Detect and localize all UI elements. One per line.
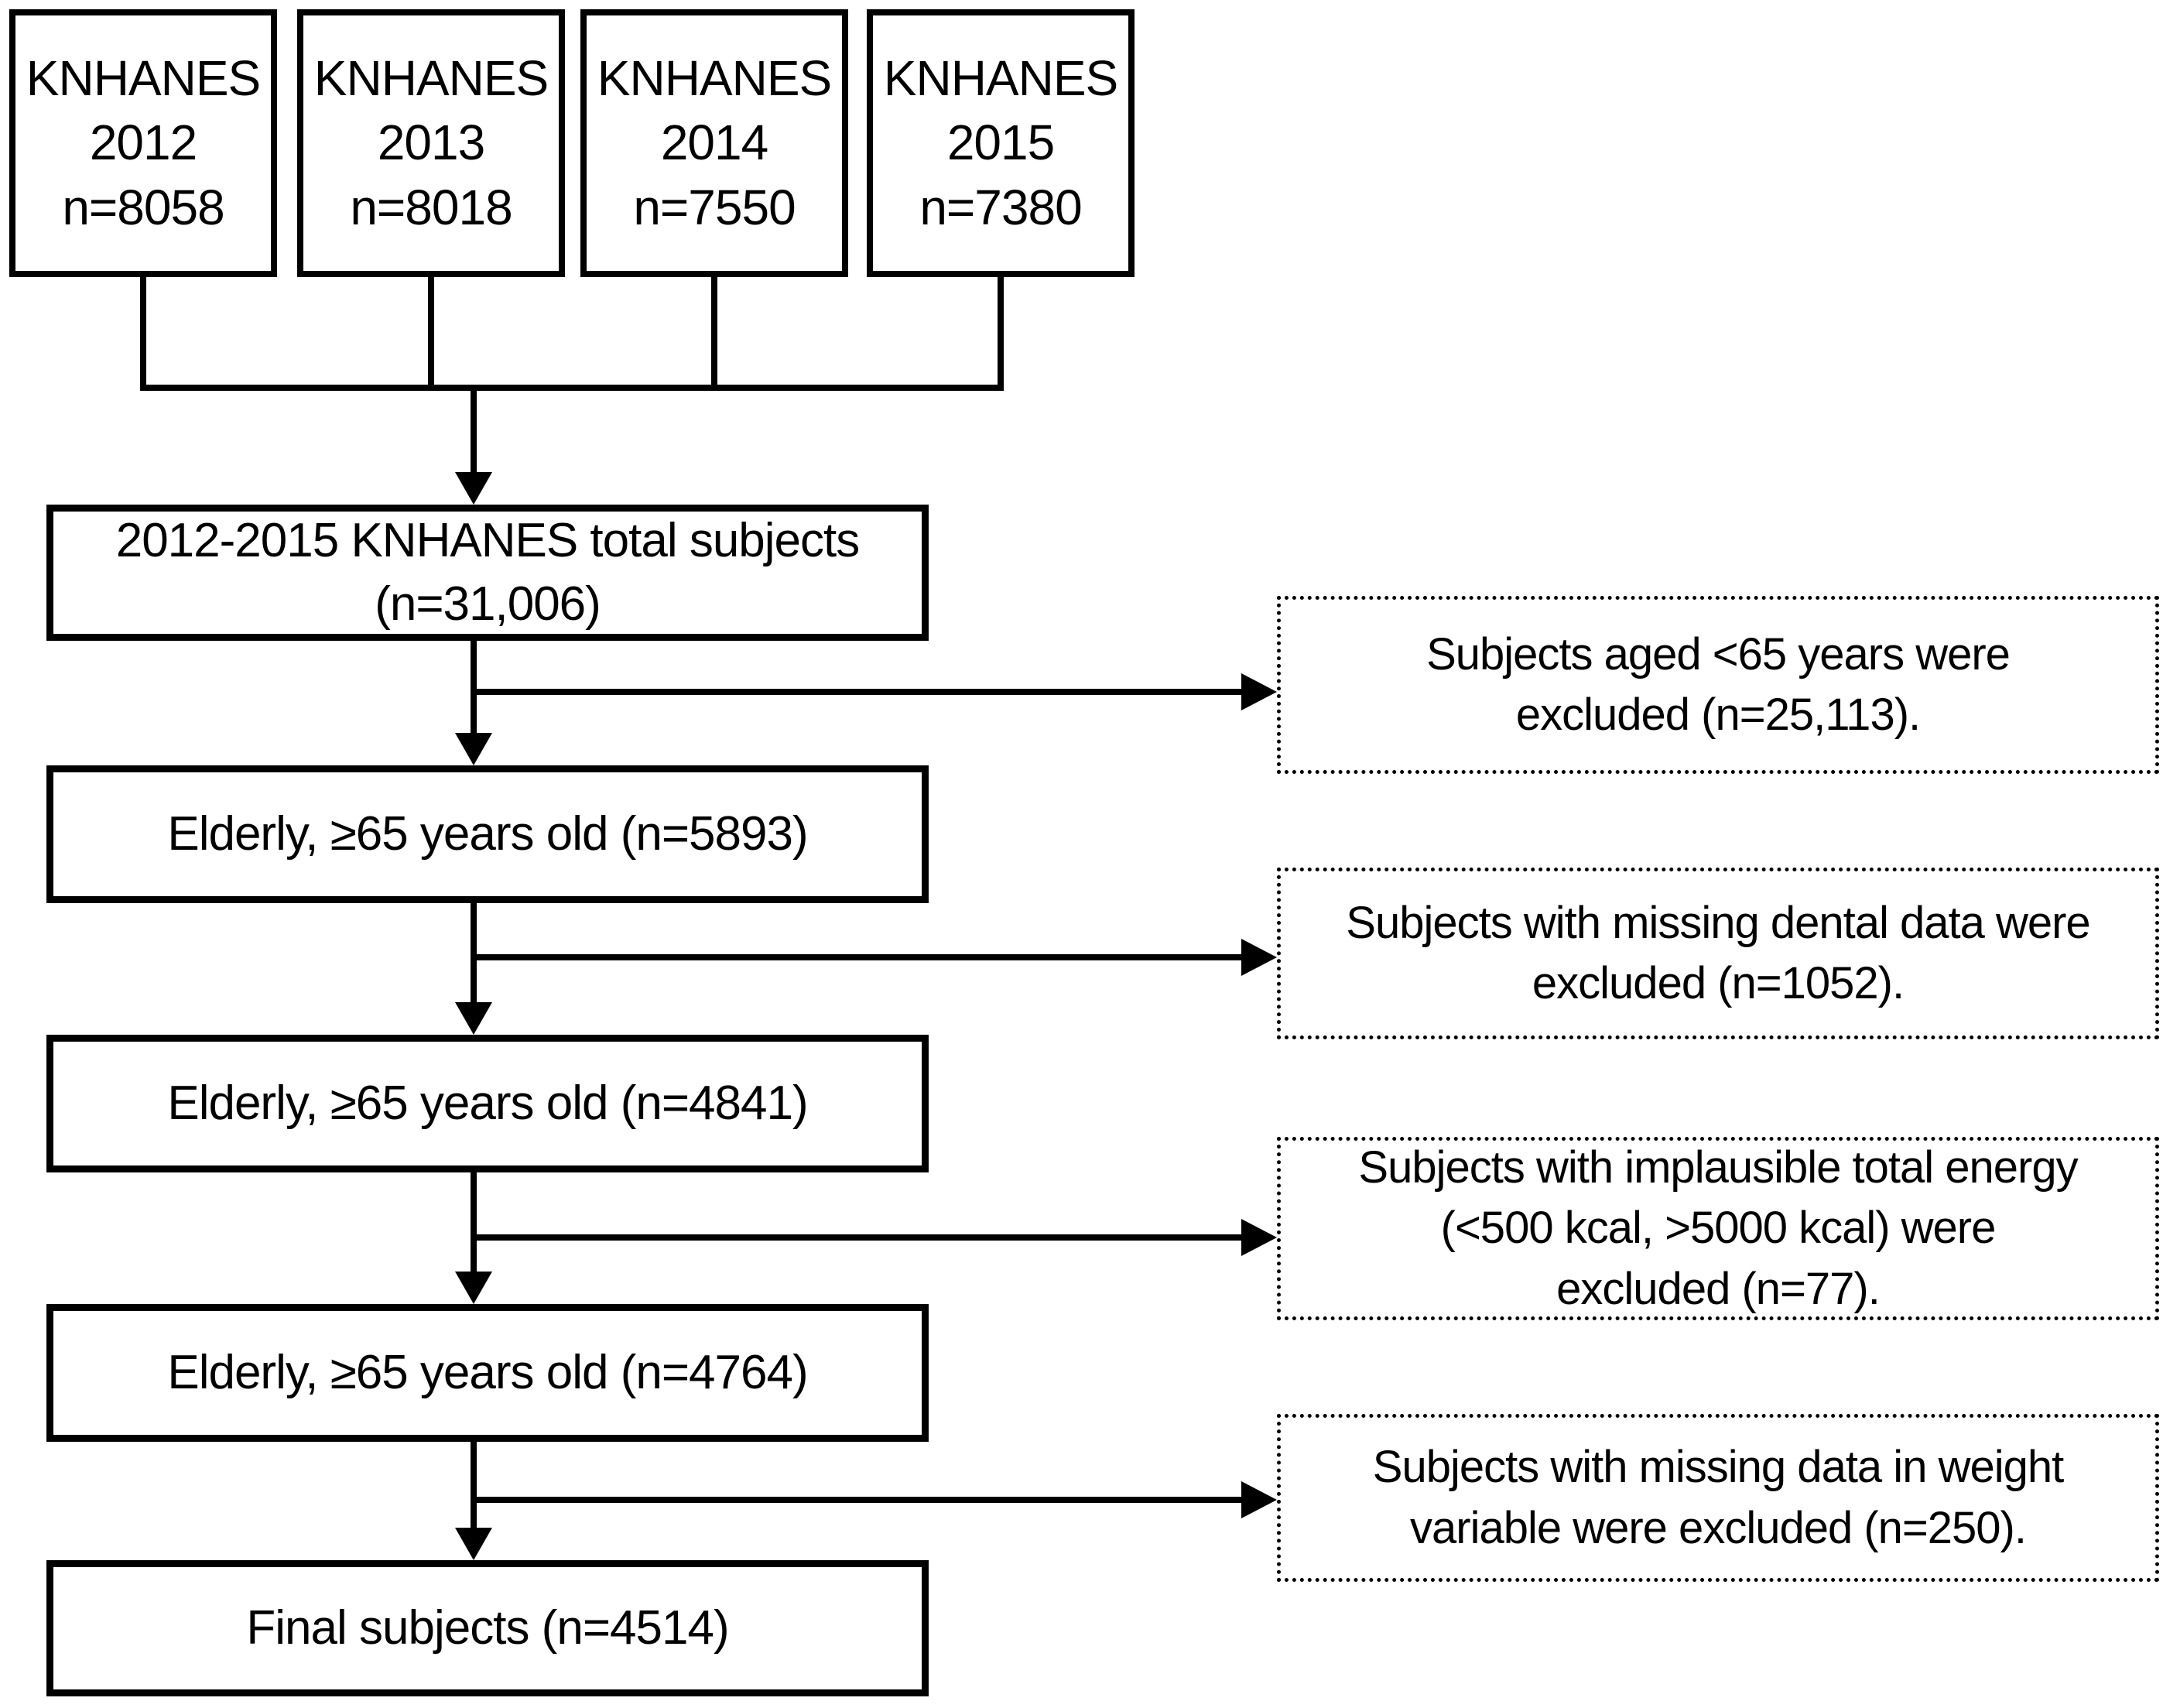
box-line: Elderly, ≥65 years old (n=4841) [167,1076,808,1131]
down-arrowhead [455,1002,492,1035]
right-arrowhead [1241,939,1277,976]
connector-elderly1-to-elderly2 [471,902,477,1004]
knhanes-2012-box: KNHANES 2012 n=8058 [9,9,277,277]
down-arrowhead [455,733,492,765]
connector-total-to-elderly1 [471,639,477,734]
connector-stub-2015 [998,277,1004,390]
box-line: (n=31,006) [375,577,601,631]
down-arrowhead [455,472,492,505]
connector-stub-2012 [140,277,146,390]
box-line: Subjects aged <65 years were [1426,628,2011,679]
exclusion-age-box: Subjects aged <65 years were excluded (n… [1277,596,2159,774]
connector-merge-horizontal [140,385,1004,391]
right-arrowhead [1241,1219,1277,1256]
down-arrowhead [455,1272,492,1304]
knhanes-2014-box: KNHANES 2014 n=7550 [580,9,848,277]
total-subjects-box: 2012-2015 KNHANES total subjects (n=31,0… [46,505,929,641]
box-line: n=8058 [62,179,224,235]
box-line: Subjects with missing dental data were [1346,897,2090,948]
elderly-4764-box: Elderly, ≥65 years old (n=4764) [46,1304,929,1442]
connector-elderly2-to-elderly3 [471,1171,477,1273]
branch-to-exclusion-weight [474,1497,1241,1503]
box-line: 2014 [660,115,768,171]
knhanes-2013-box: KNHANES 2013 n=8018 [297,9,565,277]
box-line: KNHANES [883,50,1118,107]
box-line: excluded (n=25,113). [1515,690,1921,740]
connector-elderly3-to-final [471,1440,477,1529]
box-line: Final subjects (n=4514) [246,1601,729,1655]
box-line: KNHANES [26,50,261,107]
box-line: 2015 [946,115,1055,171]
box-line: excluded (n=1052). [1532,958,1905,1008]
connector-merge-to-total [471,385,477,474]
branch-to-exclusion-dental [474,954,1241,960]
right-arrowhead [1241,673,1277,710]
elderly-5893-box: Elderly, ≥65 years old (n=5893) [46,765,929,903]
down-arrowhead [455,1528,492,1560]
box-line: Elderly, ≥65 years old (n=5893) [167,807,808,861]
final-subjects-box: Final subjects (n=4514) [46,1560,929,1696]
box-line: 2013 [377,115,485,171]
box-line: variable were excluded (n=250). [1410,1502,2027,1553]
box-line: 2012 [89,115,197,171]
exclusion-weight-box: Subjects with missing data in weight var… [1277,1414,2159,1582]
box-line: 2012-2015 KNHANES total subjects [115,514,861,568]
exclusion-energy-box: Subjects with implausible total energy (… [1277,1137,2159,1320]
box-line: KNHANES [313,50,549,107]
box-line: n=7550 [633,179,796,235]
box-line: KNHANES [597,50,832,107]
box-line: excluded (n=77). [1556,1263,1881,1314]
box-line: Elderly, ≥65 years old (n=4764) [167,1346,808,1400]
branch-to-exclusion-age [474,689,1241,695]
knhanes-2015-box: KNHANES 2015 n=7380 [867,9,1135,277]
connector-stub-2013 [428,277,434,390]
box-line: Subjects with implausible total energy [1358,1142,2078,1193]
branch-to-exclusion-energy [474,1234,1241,1241]
box-line: n=7380 [919,179,1082,235]
elderly-4841-box: Elderly, ≥65 years old (n=4841) [46,1035,929,1172]
box-line: n=8018 [350,179,512,235]
box-line: Subjects with missing data in weight [1372,1442,2064,1493]
box-line: (<500 kcal, >5000 kcal) were [1440,1203,1997,1254]
right-arrowhead [1241,1481,1277,1518]
connector-stub-2014 [711,277,717,390]
exclusion-dental-box: Subjects with missing dental data were e… [1277,868,2159,1039]
